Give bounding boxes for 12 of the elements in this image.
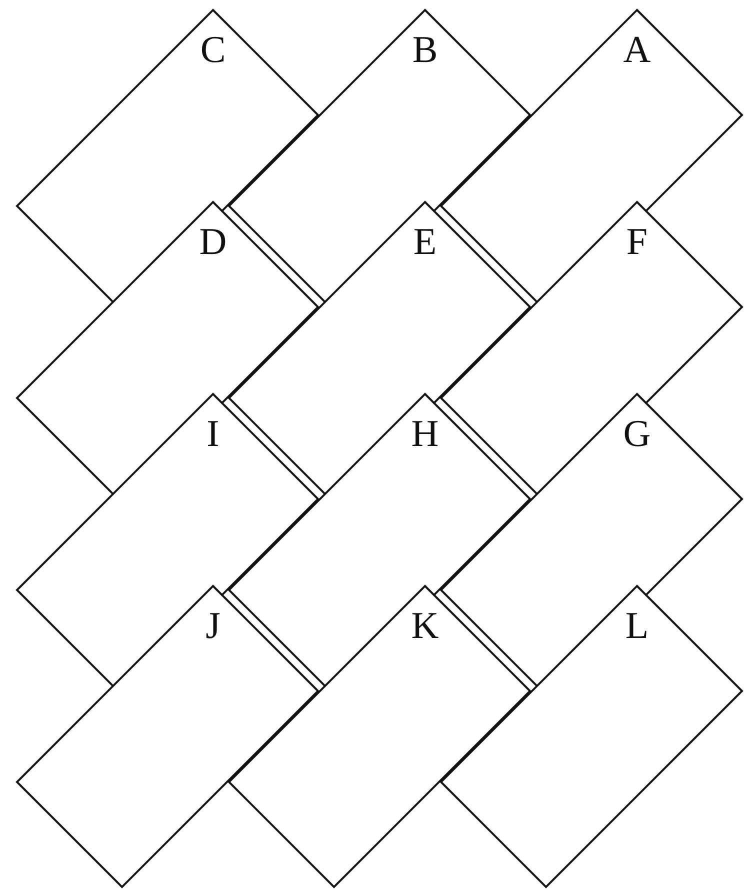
tile-letter: K bbox=[411, 606, 439, 646]
tile-letter: I bbox=[206, 414, 220, 454]
tile-letter: J bbox=[206, 606, 220, 646]
tile-letter: D bbox=[199, 222, 227, 262]
tile-letter: L bbox=[625, 606, 649, 646]
tile-letter: B bbox=[412, 30, 438, 70]
tile-letter: C bbox=[200, 30, 226, 70]
tile-letter: H bbox=[411, 414, 439, 454]
tile-letter: E bbox=[413, 222, 437, 262]
tile-letter: F bbox=[626, 222, 648, 262]
tile-letter: G bbox=[623, 414, 651, 454]
tile-letter: A bbox=[623, 30, 651, 70]
